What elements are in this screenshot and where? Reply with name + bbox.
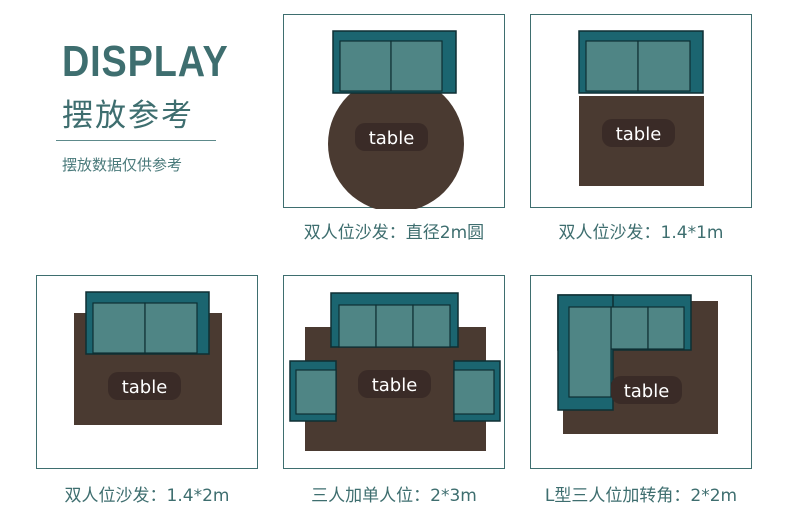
display-title-cn: 摆放参考	[62, 98, 194, 134]
caption-1-4x2: 双人位沙发：1.4*2m	[64, 486, 230, 506]
table-label-bg	[108, 372, 181, 400]
caption-1-4x1: 双人位沙发：1.4*1m	[558, 223, 724, 243]
table-label: table	[122, 377, 168, 398]
display-title: DISPLAY	[62, 37, 229, 86]
table-label: table	[616, 124, 662, 145]
single-seat-right	[453, 360, 501, 422]
table-label-bg	[358, 370, 431, 398]
table-label: table	[624, 381, 670, 402]
table-label: table	[372, 375, 418, 396]
layout-diagram-1-4x2: table	[74, 291, 222, 425]
table-label-bg	[355, 123, 428, 151]
caption-round: 双人位沙发：直径2m圆	[303, 223, 485, 243]
three-seat-sofa	[330, 292, 459, 348]
panel-1-4x2: table	[36, 275, 258, 469]
title-divider	[56, 140, 216, 141]
l-shape-sofa	[557, 294, 692, 411]
caption-2x3: 三人加单人位：2*3m	[311, 486, 477, 506]
two-seat-sofa	[332, 30, 457, 94]
two-seat-sofa	[578, 30, 704, 94]
panel-l-shape: table	[530, 275, 752, 469]
caption-l-shape: L型三人位加转角：2*2m	[544, 486, 738, 506]
panel-round-rug: table	[283, 14, 505, 209]
single-seat-left	[289, 360, 337, 422]
layout-diagram-2x3: table	[289, 292, 501, 451]
layout-diagram-l-shape: table	[557, 294, 718, 434]
table-label-bg	[602, 119, 675, 147]
table-label-bg	[611, 376, 682, 404]
panel-1-4x1: table	[530, 14, 752, 208]
display-subtitle: 摆放数据仅供参考	[62, 156, 183, 174]
table-label: table	[369, 128, 415, 149]
layout-diagram-1-4x1: table	[578, 30, 704, 186]
layout-diagram-round: table	[328, 30, 464, 209]
two-seat-sofa	[85, 291, 210, 355]
panel-2x3: table	[283, 275, 505, 469]
